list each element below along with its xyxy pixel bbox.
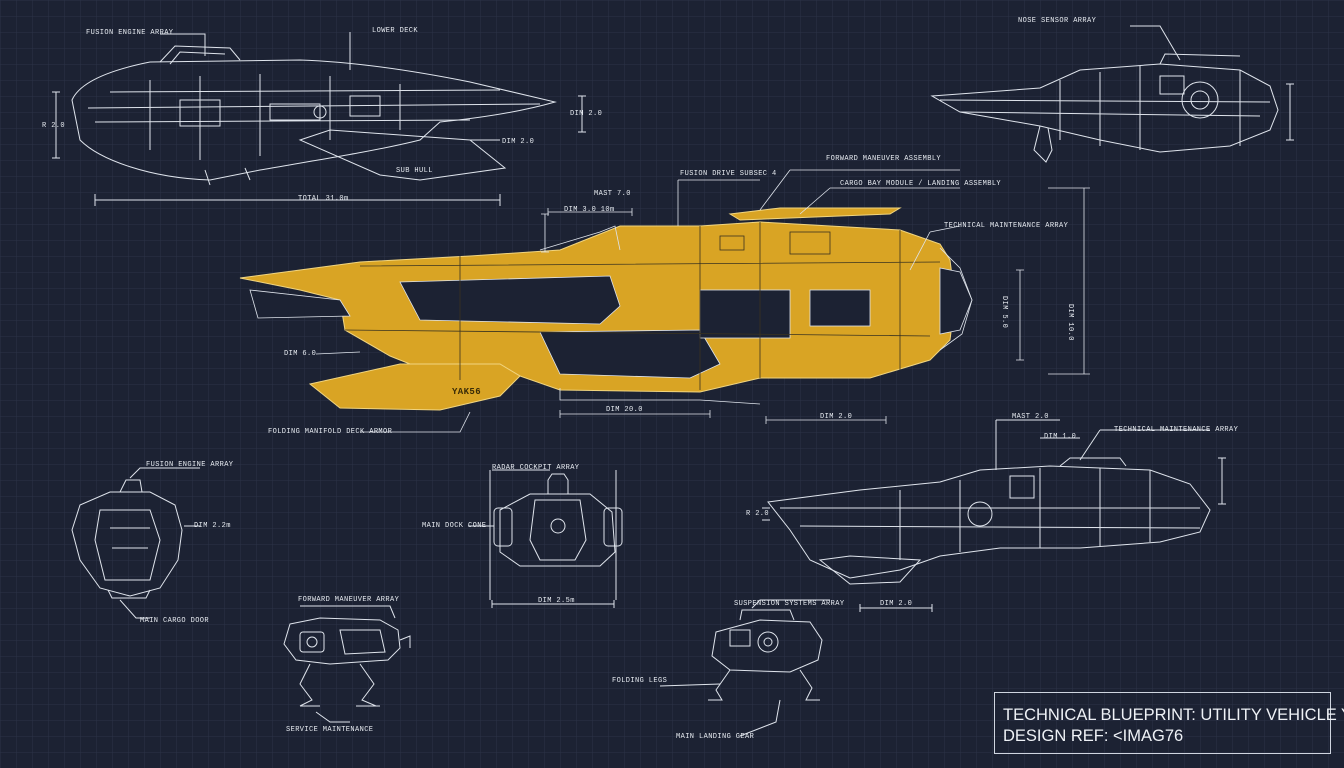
callout-walker-b-top: SUSPENSION SYSTEMS ARRAY <box>734 600 845 608</box>
callout-technical-maintenance: TECHNICAL MAINTENANCE ARRAY <box>944 222 1069 230</box>
bottom-left-front-view <box>71 467 200 619</box>
dim-mast-center: MAST 7.0 <box>594 190 631 198</box>
callout-folding-manifold: FOLDING MANIFOLD DECK ARMOR <box>268 428 393 436</box>
callout-walker-b-side: FOLDING LEGS <box>612 677 668 685</box>
dim-left-center: DIM 6.0 <box>284 350 317 358</box>
center-main-vehicle <box>239 169 1090 433</box>
callout-forward-maneuver: FORWARD MANEUVER ASSEMBLY <box>826 155 942 163</box>
callout-br-technical: TECHNICAL MAINTENANCE ARRAY <box>1114 426 1239 434</box>
dim-bc-bottom: DIM 2.5m <box>538 597 575 605</box>
title-block: TECHNICAL BLUEPRINT: UTILITY VEHICLE YV-… <box>994 692 1344 754</box>
walker-b <box>659 599 830 737</box>
dim-br-mast: MAST 2.0 <box>1012 413 1049 421</box>
dim-height-top-left: R 2.0 <box>42 122 66 130</box>
walker-a <box>283 605 411 723</box>
hull-marking: YAK56 <box>452 387 482 397</box>
callout-nose-sensor-array: NOSE SENSOR ARRAY <box>1018 17 1097 25</box>
dim-br-top: DIM 1.0 <box>1044 433 1077 441</box>
callout-fusion-engine-array: FUSION ENGINE ARRAY <box>86 29 174 37</box>
top-right-side-view <box>930 25 1294 163</box>
title-line-1: TECHNICAL BLUEPRINT: UTILITY VEHICLE YV-… <box>1003 706 1344 724</box>
bottom-right-side-view <box>762 419 1226 612</box>
dim-bottom-center-b: DIM 2.0 <box>820 413 853 421</box>
callout-lower-deck: LOWER DECK <box>372 27 419 35</box>
dim-top-center: DIM 3.0 10m <box>564 206 615 214</box>
dim-right-center-b: DIM 10.0 <box>1066 304 1074 341</box>
dim-side-top-left: DIM 2.0 <box>502 138 535 146</box>
dim-br-bottom: DIM 2.0 <box>880 600 913 608</box>
callout-walker-a-top: FORWARD MANEUVER ARRAY <box>298 596 400 604</box>
callout-main-cargo-door: MAIN CARGO DOOR <box>140 617 210 625</box>
dim-right-center-a: DIM 5.0 <box>1000 296 1008 329</box>
bottom-center-front-view <box>468 469 623 608</box>
title-line-2: DESIGN REF: <IMAG76 <box>1003 727 1184 745</box>
dim-length-top-left: TOTAL 31.0m <box>298 195 349 203</box>
dim-br-left: R 2.0 <box>746 510 770 518</box>
dim-bl: DIM 2.2m <box>194 522 231 530</box>
dim-right-top-left: DIM 2.0 <box>570 110 603 118</box>
callout-radar-cockpit: RADAR COCKPIT ARRAY <box>492 464 580 472</box>
callout-walker-b-bottom: MAIN LANDING GEAR <box>676 733 755 741</box>
lower-skid-fill <box>308 363 521 411</box>
callout-fusion-drive: FUSION DRIVE SUBSEC 4 <box>680 170 777 178</box>
top-left-side-view <box>52 32 586 206</box>
callout-walker-a-bottom: SERVICE MAINTENANCE <box>286 726 374 734</box>
dim-bottom-center-a: DIM 20.0 <box>606 406 643 414</box>
label-sub-hull: SUB HULL <box>396 167 433 175</box>
callout-bl-fusion-engine: FUSION ENGINE ARRAY <box>146 461 234 469</box>
dim-bc-side: MAIN DOCK CONE <box>422 522 487 530</box>
callout-cargo-bay: CARGO BAY MODULE / LANDING ASSEMBLY <box>840 180 1002 188</box>
